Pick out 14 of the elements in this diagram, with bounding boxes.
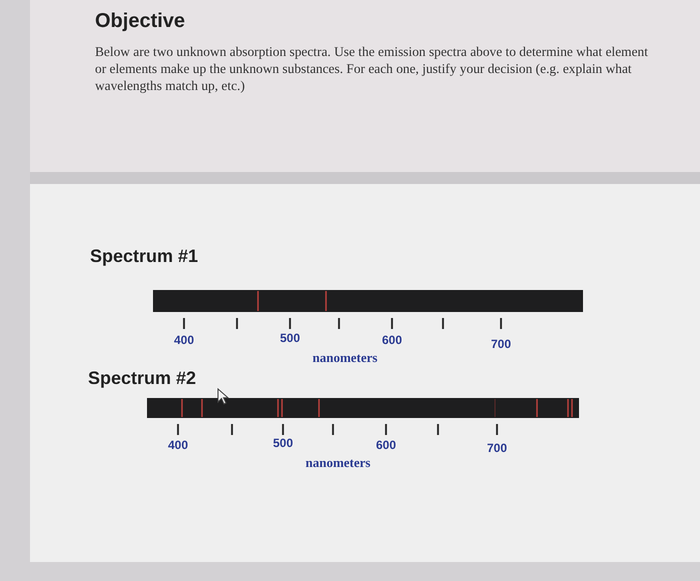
axis-tick-label: 700 — [486, 441, 508, 455]
axis-title: nanometers — [306, 455, 370, 471]
axis-tick-label: 600 — [382, 333, 402, 347]
instructions-text: Below are two unknown absorption spectra. Use the emission spectra above to determine what element or elements make up the unknown substances. For each one, justify your decision (e.g. explain what wavelengths match up, etc.) — [95, 43, 649, 94]
page-title: Objective — [95, 10, 186, 33]
axis-tick-label: 500 — [272, 436, 294, 450]
axis-tick-label: 400 — [174, 333, 194, 347]
axis-tick-label: 700 — [490, 337, 512, 351]
axis-title: nanometers — [312, 350, 378, 366]
section-heading: Spectrum #1 — [90, 246, 198, 267]
axis-tick-label: 600 — [376, 438, 396, 452]
axis-tick-label: 400 — [168, 438, 188, 452]
axis-tick-label: 500 — [280, 331, 300, 345]
section-heading: Spectrum #2 — [88, 368, 196, 389]
